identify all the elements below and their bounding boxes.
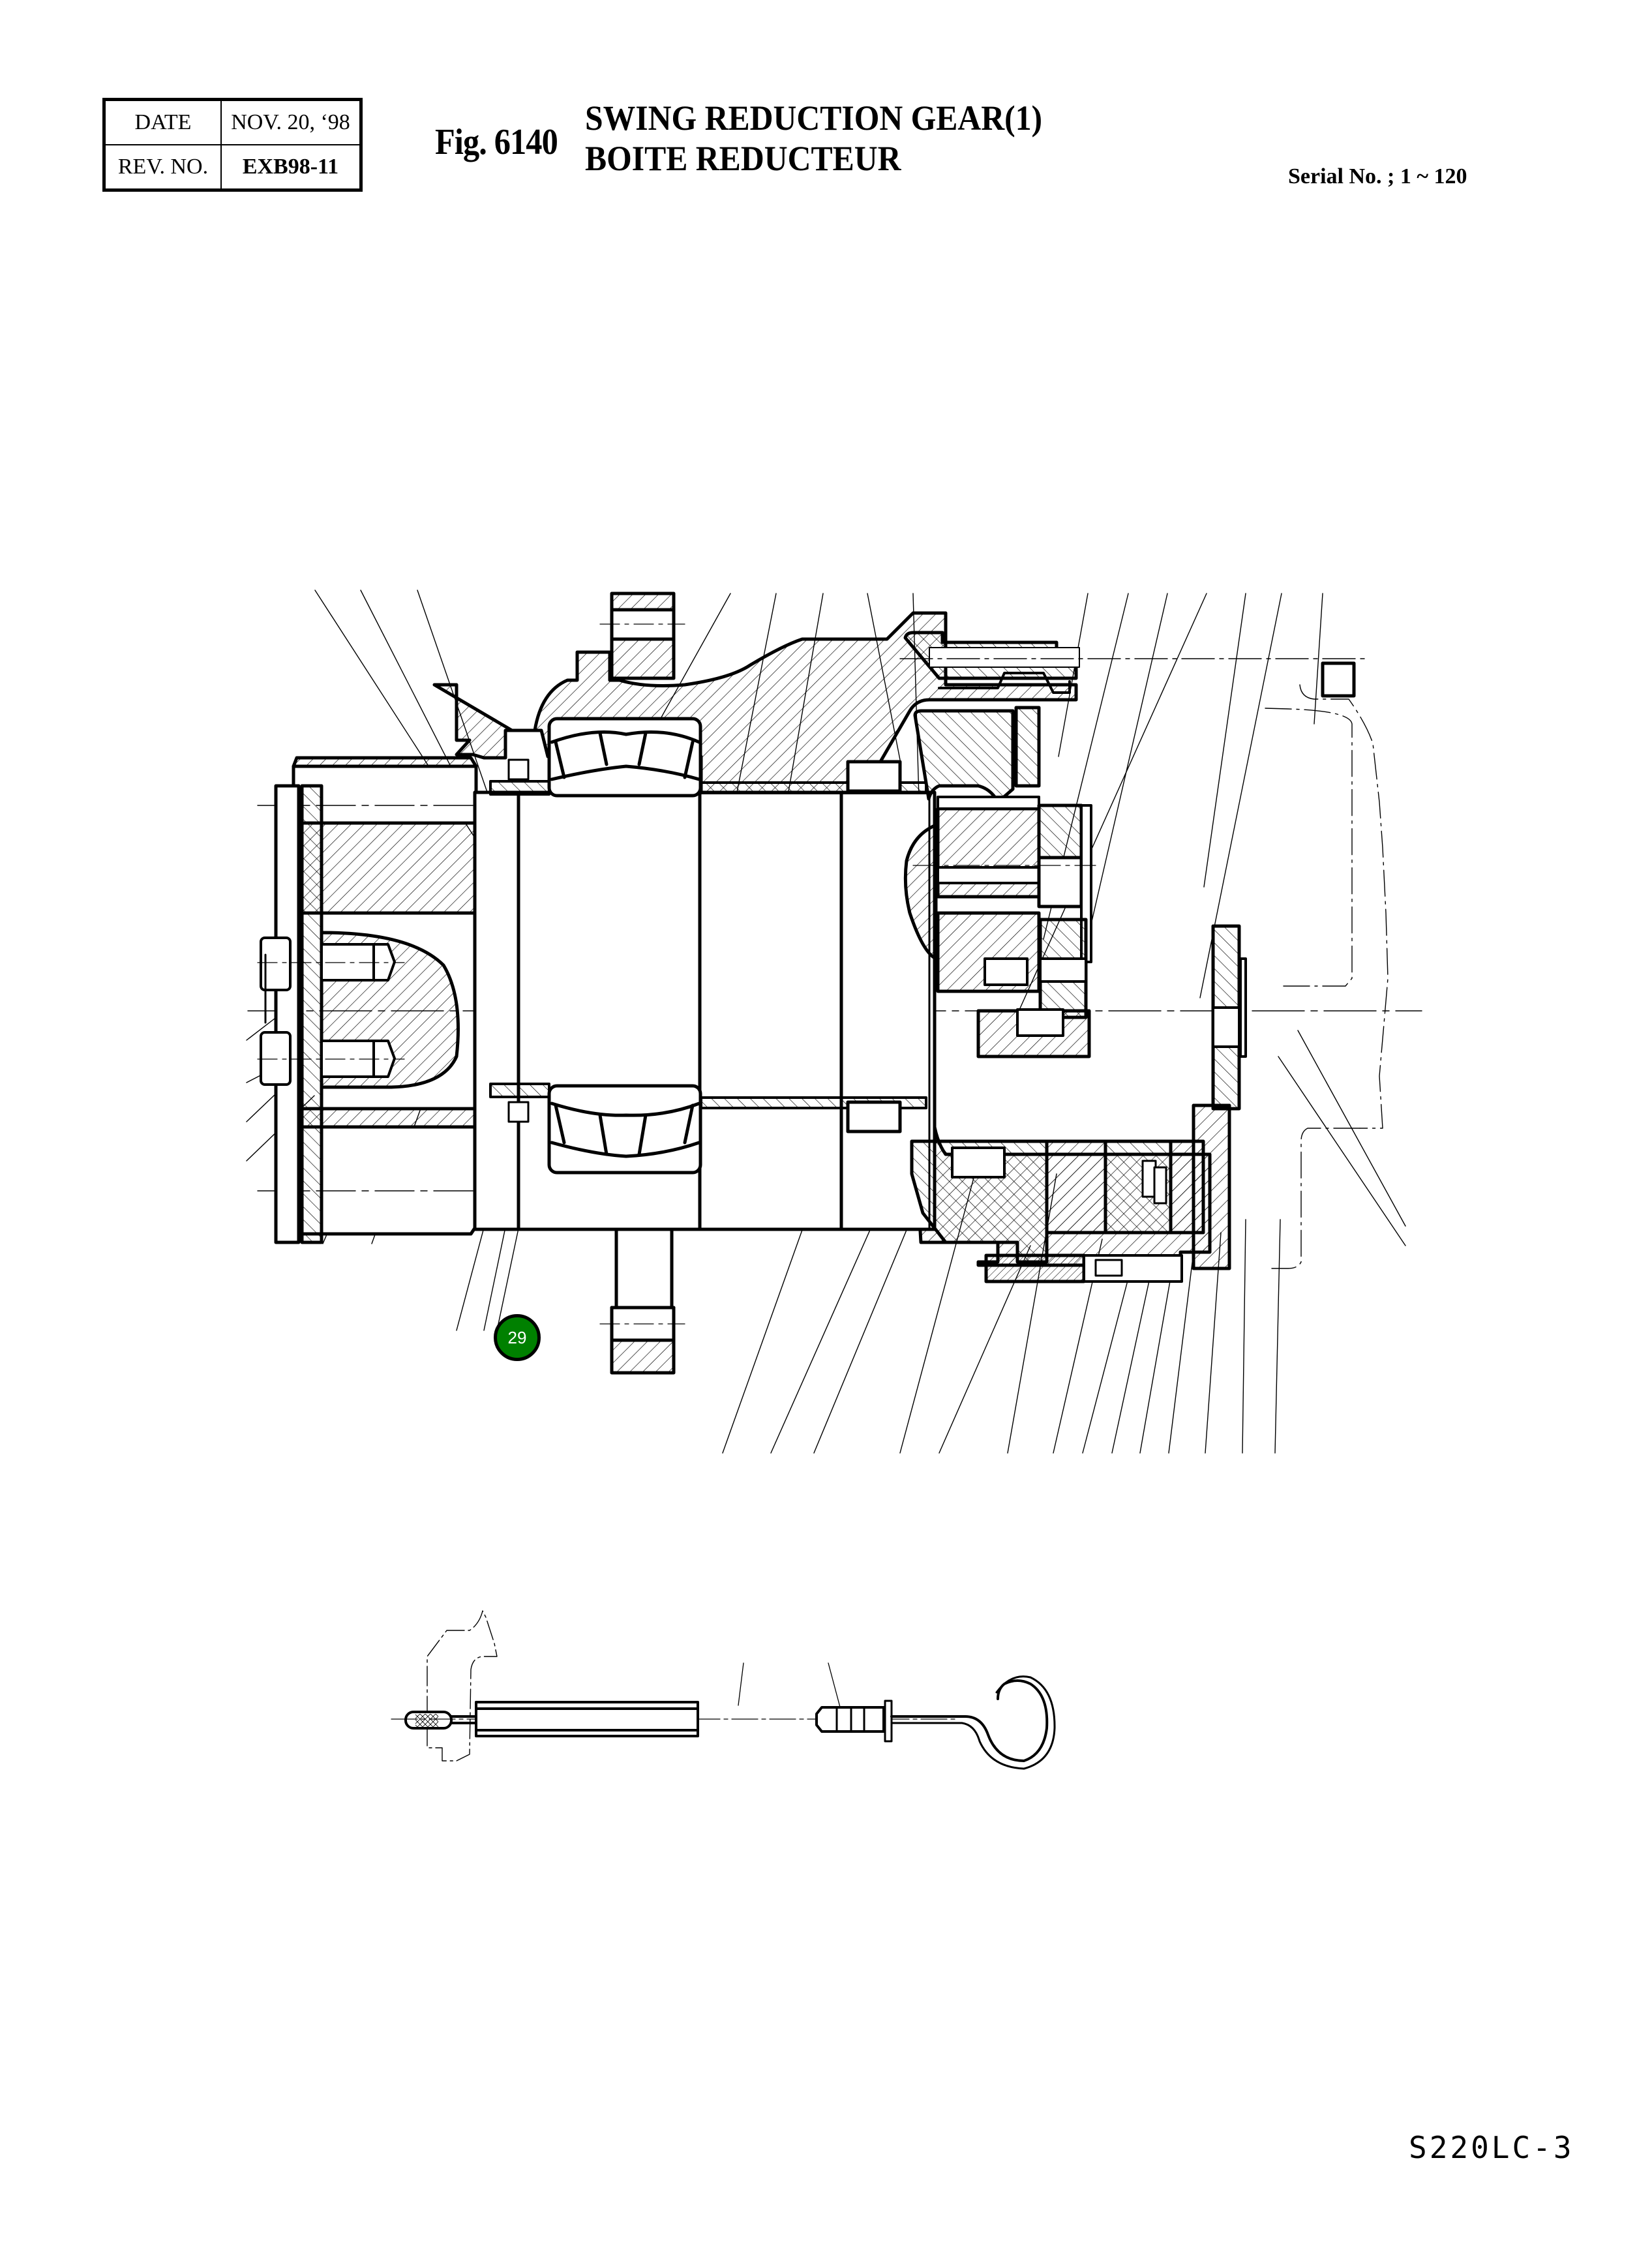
part-callout-29[interactable]: 29 bbox=[494, 1314, 541, 1361]
rev-no-value: EXB98-11 bbox=[220, 144, 362, 191]
date-label: DATE bbox=[103, 98, 222, 145]
date-value: NOV. 20, ‘98 bbox=[220, 98, 362, 145]
tapered-roller-bearing-upper bbox=[547, 717, 702, 798]
model-code: S220LC-3 bbox=[1409, 2130, 1574, 2165]
housing-phantom bbox=[1265, 684, 1389, 1269]
figure-title-fr: BOITE REDUCTEUR bbox=[585, 139, 901, 178]
tapered-roller-bearing-lower bbox=[547, 1084, 702, 1175]
revision-box: DATE NOV. 20, ‘98 REV. NO. EXB98-11 bbox=[102, 98, 363, 192]
main-cross-section bbox=[246, 590, 1422, 1454]
figure-title-en: SWING REDUCTION GEAR(1) bbox=[585, 98, 1043, 138]
figure-number: Fig. 6140 bbox=[435, 122, 558, 162]
long-bolt-top bbox=[899, 631, 1367, 698]
rev-no-label: REV. NO. bbox=[103, 144, 222, 191]
level-gauge-dipstick bbox=[391, 1610, 1056, 1770]
serial-range: Serial No. ; 1 ~ 120 bbox=[1288, 164, 1467, 188]
